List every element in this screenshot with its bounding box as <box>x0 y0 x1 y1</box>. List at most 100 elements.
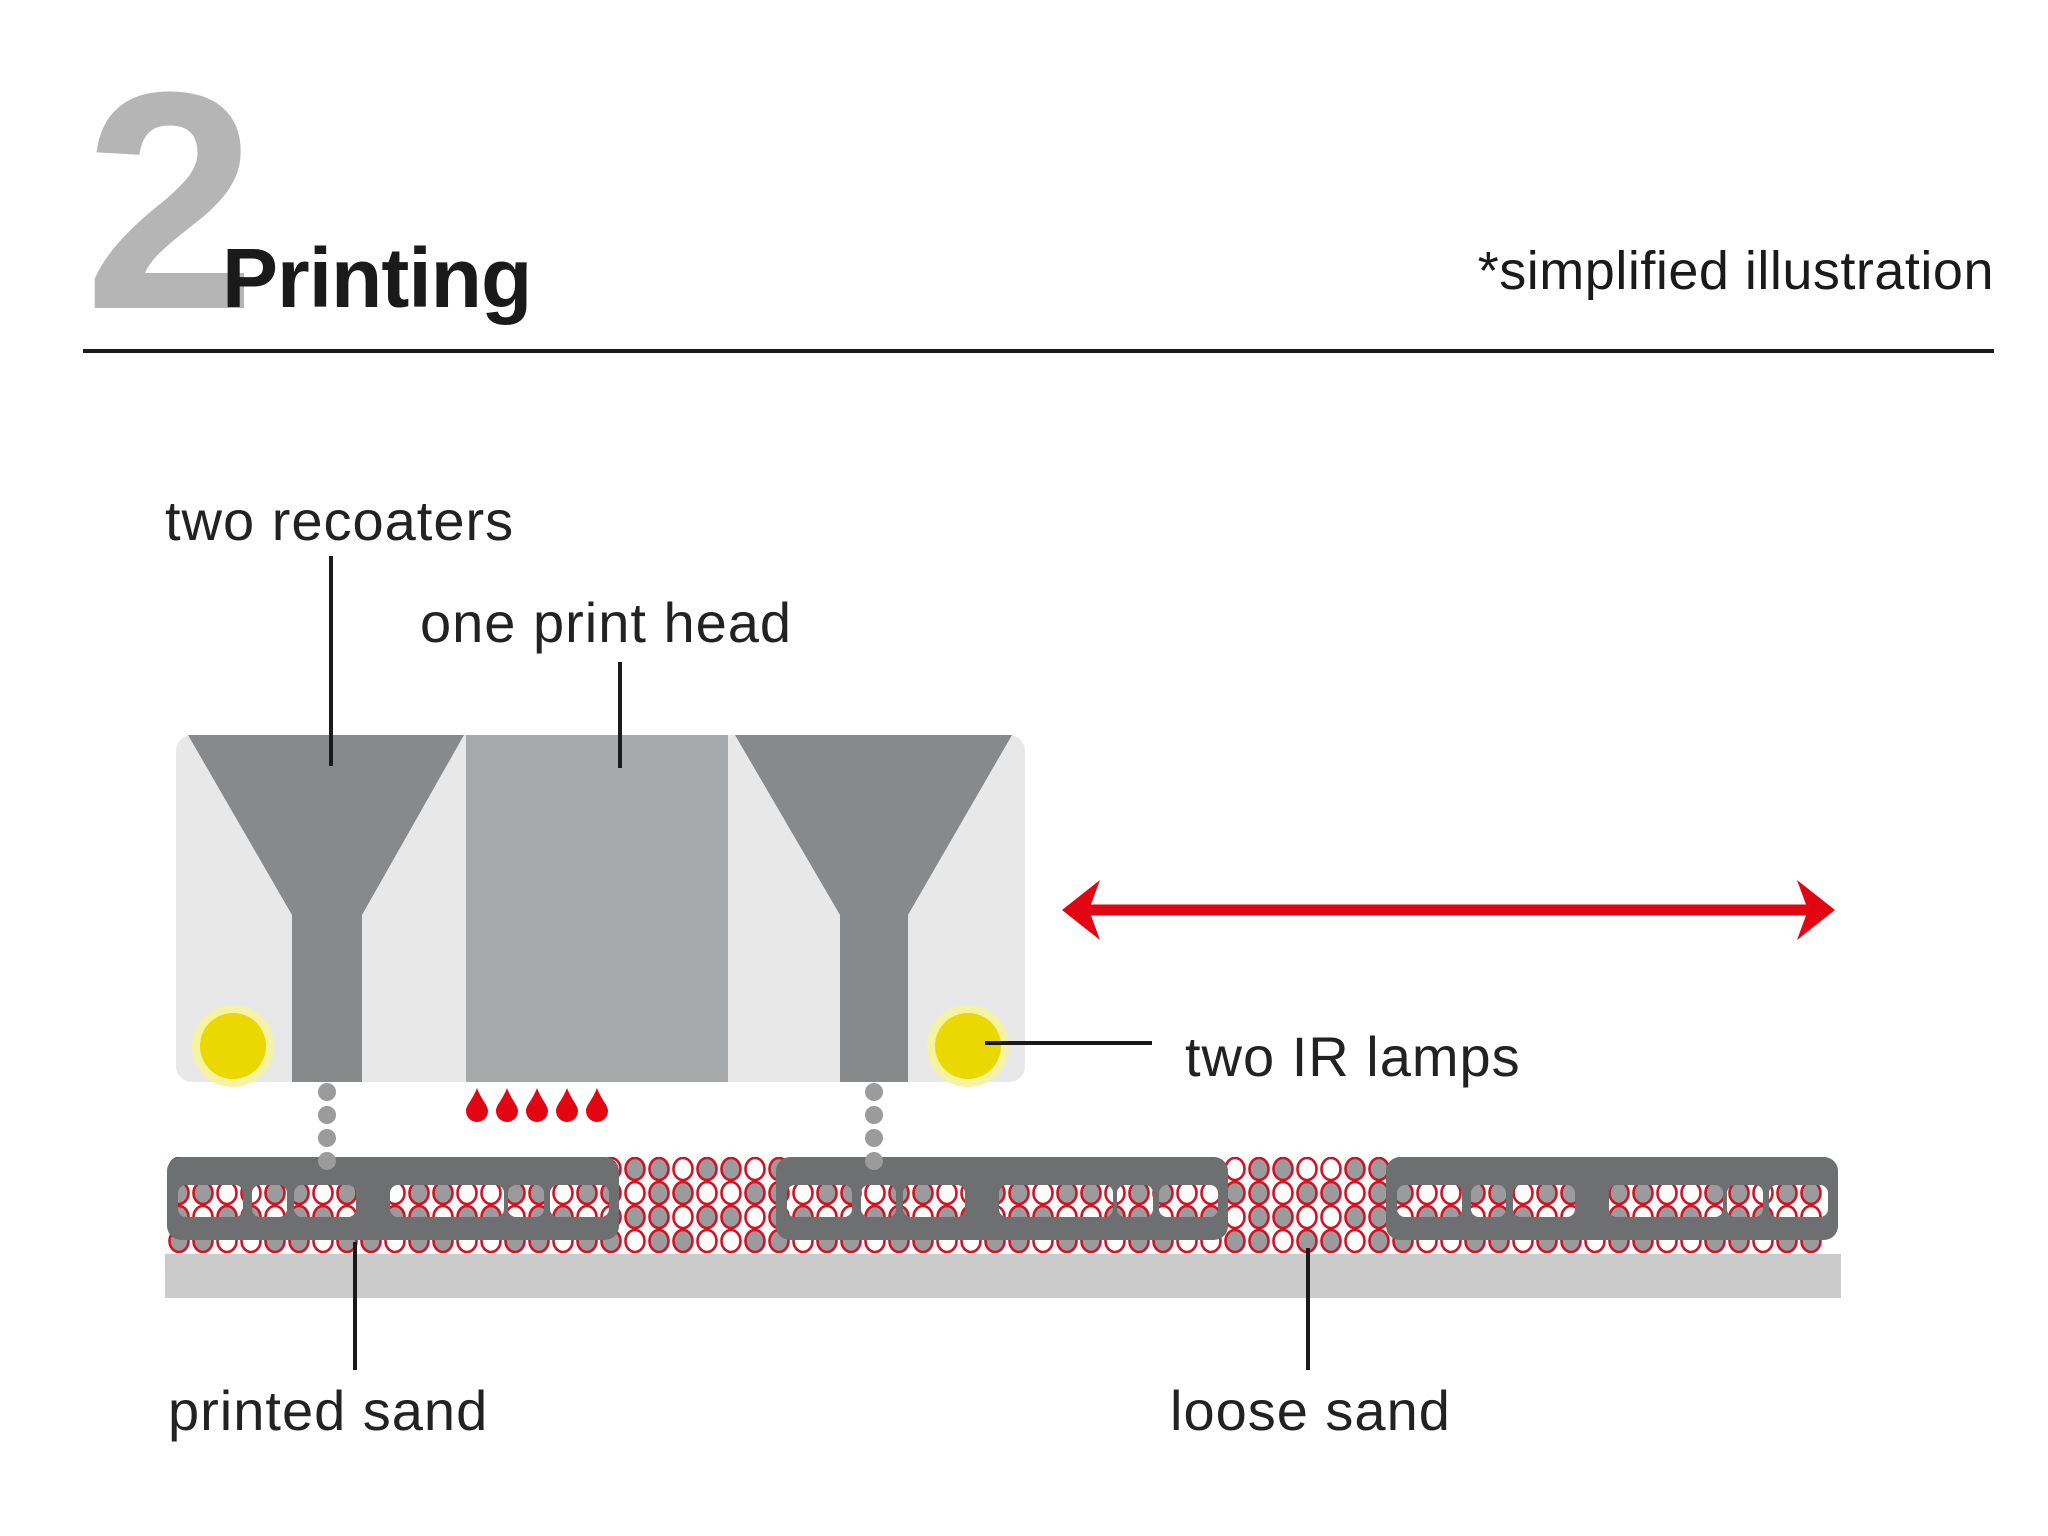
sand-grain <box>1344 1180 1366 1206</box>
sand-grain <box>1296 1180 1318 1206</box>
simplified-illustration-note: *simplified illustration <box>1477 241 1994 301</box>
sand-grain <box>720 1204 742 1230</box>
sand-grain <box>624 1157 646 1182</box>
ir-lamp-right-bulb <box>935 1013 1001 1079</box>
printed-sand-block <box>167 1157 619 1240</box>
binder-droplet <box>586 1088 608 1122</box>
sand-grain <box>720 1228 742 1254</box>
sand-dot <box>865 1152 883 1170</box>
sand-grain <box>936 1180 958 1206</box>
recoater-right <box>735 735 1012 1082</box>
sand-grain <box>1056 1180 1078 1206</box>
sand-grain <box>1224 1204 1246 1230</box>
sand-grain <box>672 1228 694 1254</box>
sand-grain <box>1224 1180 1246 1206</box>
sand-grain <box>648 1204 670 1230</box>
sand-grain <box>720 1180 742 1206</box>
sand-grain <box>1344 1204 1366 1230</box>
sand-grain <box>1224 1157 1246 1182</box>
sand-grain <box>576 1180 598 1206</box>
sand-grain <box>1632 1180 1654 1206</box>
sand-grain <box>624 1228 646 1254</box>
sand-grain <box>816 1180 838 1206</box>
sand-grain <box>912 1180 934 1206</box>
label-loose-sand: loose sand <box>1170 1379 1451 1442</box>
sand-grain <box>792 1180 814 1206</box>
header-divider <box>83 349 1994 353</box>
sand-grain <box>192 1180 214 1206</box>
sand-grain <box>672 1180 694 1206</box>
sand-grain <box>696 1204 718 1230</box>
sand-grain <box>1080 1180 1102 1206</box>
sand-grain <box>1320 1228 1342 1254</box>
sand-grain <box>1296 1157 1318 1182</box>
falling-sand-dots <box>318 1083 883 1170</box>
binder-droplet <box>556 1088 578 1122</box>
sand-grain <box>312 1180 334 1206</box>
printed-sand-blocks <box>167 1157 1838 1240</box>
sand-grain <box>672 1204 694 1230</box>
label-two-ir-lamps: two IR lamps <box>1185 1025 1521 1088</box>
ir-lamp-right <box>927 1005 1009 1087</box>
sand-grain <box>432 1180 454 1206</box>
sand-grain <box>1248 1204 1270 1230</box>
ir-lamp-left <box>192 1005 274 1087</box>
sand-grain <box>1272 1180 1294 1206</box>
sand-grain <box>1128 1180 1150 1206</box>
sand-grain <box>1368 1180 1390 1206</box>
label-printed-sand: printed sand <box>168 1379 489 1442</box>
sand-grain <box>1272 1228 1294 1254</box>
sand-grain <box>1248 1228 1270 1254</box>
sand-grain <box>1008 1180 1030 1206</box>
label-two-recoaters: two recoaters <box>165 489 515 552</box>
sand-grain <box>480 1180 502 1206</box>
sand-grain <box>696 1228 718 1254</box>
sand-grain <box>1368 1228 1390 1254</box>
printed-sand-block <box>1386 1157 1838 1240</box>
sand-grain <box>216 1180 238 1206</box>
sand-grain <box>1032 1180 1054 1206</box>
sand-grain <box>1536 1180 1558 1206</box>
sand-dot <box>318 1083 336 1101</box>
sand-grain <box>1176 1180 1198 1206</box>
sand-grain <box>648 1228 670 1254</box>
sand-grain <box>1272 1157 1294 1182</box>
sand-grain <box>1320 1157 1342 1182</box>
sand-grain <box>1344 1157 1366 1182</box>
sand-grain <box>720 1157 742 1182</box>
recoater-left <box>188 735 464 1082</box>
binder-droplet <box>496 1088 518 1122</box>
sand-grain <box>552 1180 574 1206</box>
sand-grain <box>408 1180 430 1206</box>
sand-grain <box>744 1204 766 1230</box>
sand-dot <box>865 1106 883 1124</box>
sand-grain <box>1248 1180 1270 1206</box>
sand-grain <box>744 1157 766 1182</box>
travel-direction-arrow <box>1062 880 1835 940</box>
sand-grain <box>1320 1204 1342 1230</box>
travel-arrow-head-left <box>1062 880 1100 940</box>
sand-grain <box>696 1157 718 1182</box>
sand-dot <box>318 1152 336 1170</box>
build-platform <box>165 1254 1841 1298</box>
sand-grain <box>744 1228 766 1254</box>
sand-grain <box>1368 1204 1390 1230</box>
ir-lamp-left-bulb <box>200 1013 266 1079</box>
sand-grain <box>1800 1180 1822 1206</box>
sand-grain <box>1368 1157 1390 1182</box>
travel-arrow-head-right <box>1797 880 1835 940</box>
sand-grain <box>1272 1204 1294 1230</box>
sand-grain <box>1776 1180 1798 1206</box>
label-one-print-head: one print head <box>420 591 793 654</box>
sand-grain <box>1656 1180 1678 1206</box>
printed-sand-block <box>776 1157 1228 1240</box>
sand-grain <box>456 1180 478 1206</box>
sand-dot <box>318 1129 336 1147</box>
sand-grain <box>1344 1228 1366 1254</box>
sand-grain <box>744 1180 766 1206</box>
sand-grain <box>1320 1180 1342 1206</box>
binder-droplets <box>466 1088 608 1122</box>
sand-grain <box>624 1204 646 1230</box>
sand-grain <box>1248 1157 1270 1182</box>
